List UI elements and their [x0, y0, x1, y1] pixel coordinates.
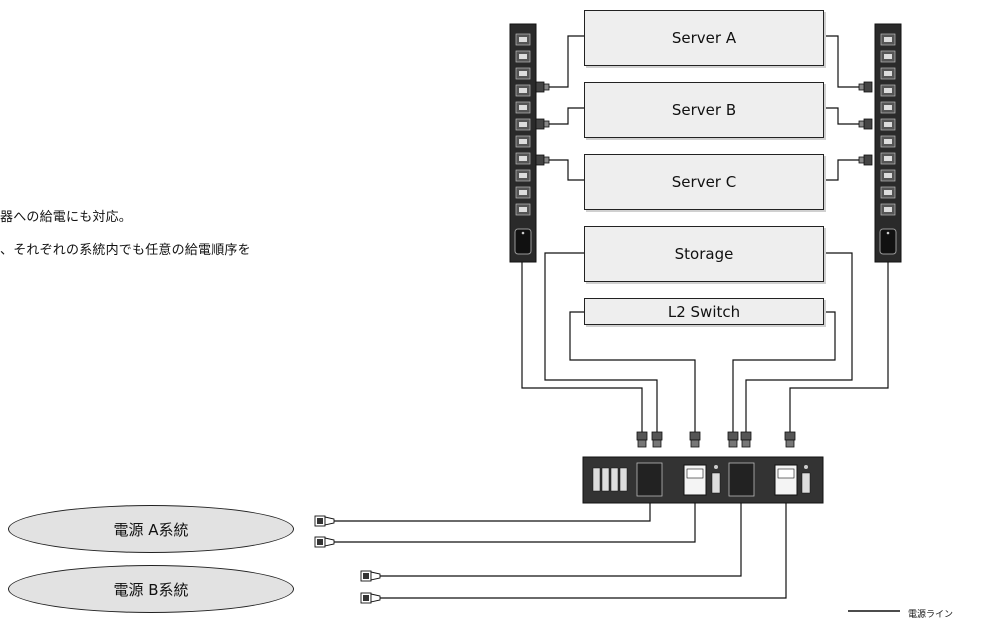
device-server-c: Server C: [584, 154, 824, 210]
description-line-2: 、それぞれの系統内でも任意の給電順序を: [0, 243, 251, 258]
device-server-a: Server A: [584, 10, 824, 66]
device-l2-switch: L2 Switch: [584, 298, 824, 325]
power-feed-b: 電源 B系統: [8, 565, 294, 613]
power-feed-a: 電源 A系統: [8, 505, 294, 553]
legend-label: 電源ライン: [908, 610, 954, 620]
device-server-b: Server B: [584, 82, 824, 138]
rack-pdu-right-icon: [874, 23, 902, 263]
power-controller-icon: [582, 456, 824, 504]
power-plug-icon: [314, 515, 381, 604]
description-line-1: 器への給電にも対応。: [0, 210, 133, 225]
power-plug-icon: [636, 431, 796, 448]
rack-pdu-left-icon: [509, 23, 537, 263]
device-storage: Storage: [584, 226, 824, 282]
